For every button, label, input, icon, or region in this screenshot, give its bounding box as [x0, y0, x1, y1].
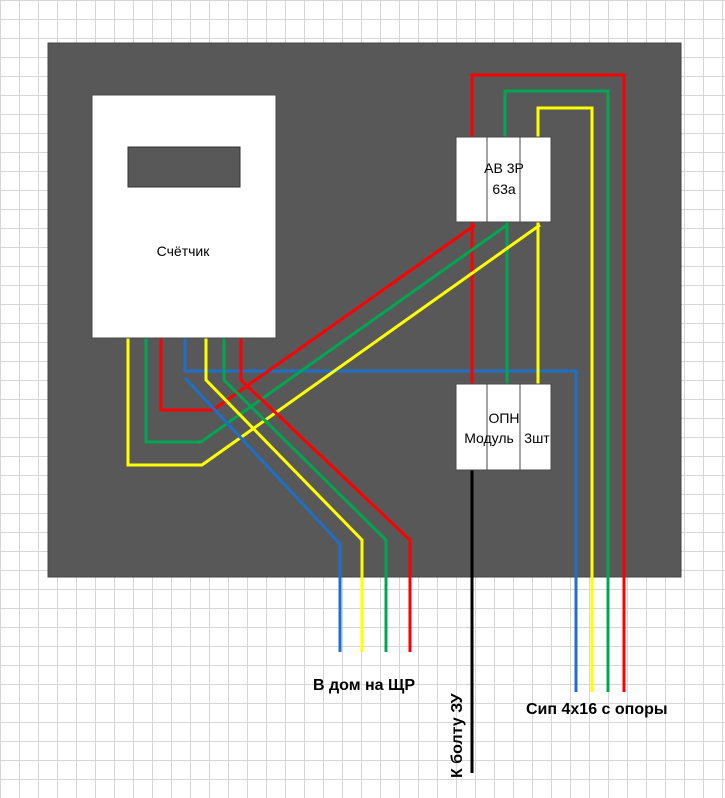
wire-l1-meter-to-house — [239, 338, 412, 652]
wire-l2-breaker-to-meter — [144, 223, 508, 444]
wire-l1-pole-to-breaker — [470, 73, 626, 692]
surge-protector — [455, 383, 552, 471]
meter-label: Счётчик — [157, 243, 211, 259]
label-from-pole: Сип 4х16 с опоры — [526, 701, 668, 718]
wire-l1-breaker-to-meter — [159, 223, 476, 412]
meter-display — [127, 146, 241, 188]
electricity-meter — [91, 94, 277, 339]
wire-l3-meter-to-house — [204, 338, 364, 652]
breaker-label-line2: 63а — [492, 181, 516, 197]
wire-n-pole-to-meter — [183, 338, 578, 692]
spd-label-line1: ОПН — [488, 410, 519, 426]
wire-l2-meter-to-house — [222, 338, 388, 652]
wire-l3-pole-to-breaker — [536, 106, 594, 692]
label-to-house: В дом на ЩР — [313, 677, 415, 694]
wire-l2-pole-to-breaker — [503, 89, 610, 692]
spd-label-count: 3шт — [524, 430, 550, 446]
breaker-label-line1: АВ 3Р — [484, 160, 524, 176]
wire-l3-breaker-to-meter — [126, 223, 541, 467]
spd-label-module: Модуль — [464, 430, 514, 446]
wire-n-meter-to-house — [183, 376, 342, 652]
circuit-breaker — [455, 136, 552, 223]
label-to-ground: К болту ЗУ — [449, 692, 466, 778]
